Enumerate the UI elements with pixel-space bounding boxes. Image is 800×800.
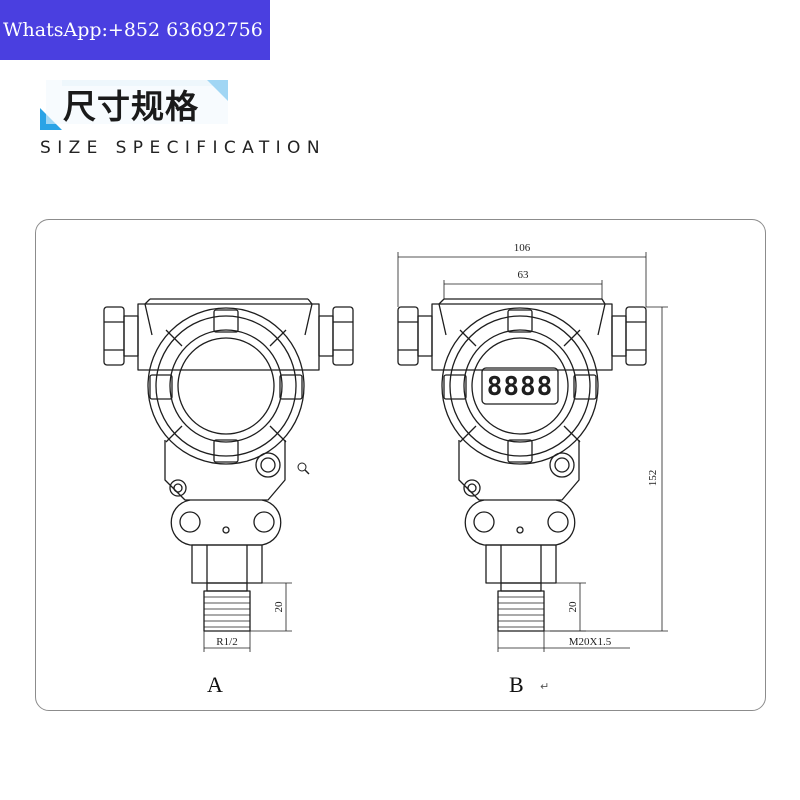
- view-b-transmitter: [397, 252, 668, 652]
- view-a-thread-length: 20: [273, 601, 285, 613]
- page-title: 尺寸规格: [63, 87, 199, 126]
- view-b-body-width: 63: [518, 269, 530, 281]
- view-a-transmitter: [103, 298, 354, 652]
- whatsapp-banner: WhatsApp:+852 63692756: [0, 0, 270, 60]
- view-b-label: B: [509, 672, 524, 697]
- view-b-thread-length: 20: [567, 601, 579, 613]
- view-a-thread-size: R1/2: [216, 636, 237, 648]
- view-a-label: A: [207, 672, 223, 697]
- view-b-display-digits: 8888: [487, 372, 554, 402]
- drawing-frame: [35, 219, 766, 711]
- view-b-total-width: 106: [514, 242, 531, 254]
- page-subtitle: SIZE SPECIFICATION: [40, 138, 326, 158]
- view-b-thread-size: M20X1.5: [569, 636, 612, 648]
- return-mark: ↵: [540, 680, 549, 693]
- view-b-total-height: 152: [647, 470, 659, 487]
